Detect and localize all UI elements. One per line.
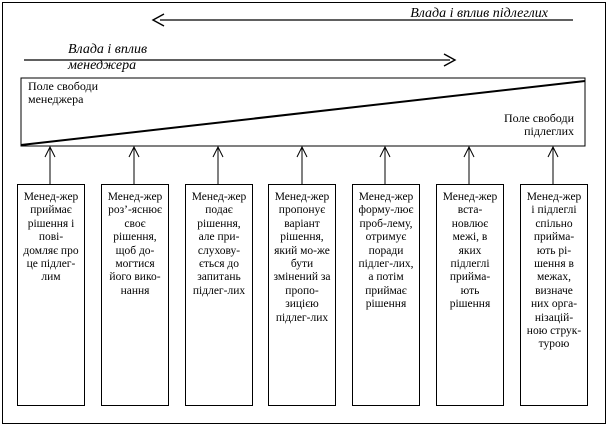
diagram-frame bbox=[2, 2, 606, 424]
connector-arrows bbox=[44, 145, 559, 184]
decision-style-box-7: Менед-жер і підлеглі спільно прийма-ють … bbox=[520, 184, 588, 406]
decision-style-box-2: Менед-жер роз’-яснює своє рішення, щоб д… bbox=[101, 184, 169, 406]
connector-arrowhead-1 bbox=[44, 145, 56, 158]
freedom-field-box bbox=[20, 77, 586, 147]
manager-freedom-label: Поле свободи менеджера bbox=[28, 79, 99, 106]
decision-style-box-6: Менед-жер вста-новлює межі, в яких підле… bbox=[436, 184, 504, 406]
connector-arrowhead-5 bbox=[379, 145, 391, 158]
subordinates-freedom-label: Поле свободи підлеглих bbox=[503, 111, 574, 138]
decision-style-box-1: Менед-жер приймає рішення і пові-домляє … bbox=[17, 184, 85, 406]
decision-style-box-3: Менед-жер подає рішення, але при-слухову… bbox=[185, 184, 253, 406]
manager-influence-label: Влада і вплив менеджера bbox=[68, 42, 148, 73]
manager-influence-arrowhead bbox=[443, 53, 457, 67]
connector-arrowhead-6 bbox=[463, 145, 475, 158]
connector-arrowhead-4 bbox=[296, 145, 308, 158]
connector-arrowhead-2 bbox=[128, 145, 140, 158]
decision-style-box-4: Менед-жер пропонує варіант рішення, який… bbox=[268, 184, 336, 406]
freedom-divider-line bbox=[20, 80, 586, 146]
decision-style-box-5: Менед-жер форму-лює проб-лему, отримує п… bbox=[352, 184, 420, 406]
connector-arrowhead-3 bbox=[212, 145, 224, 158]
subordinates-influence-label: Влада і вплив підлеглих bbox=[410, 6, 548, 21]
subordinates-influence-arrowhead bbox=[151, 13, 165, 27]
connector-arrowhead-7 bbox=[547, 145, 559, 158]
